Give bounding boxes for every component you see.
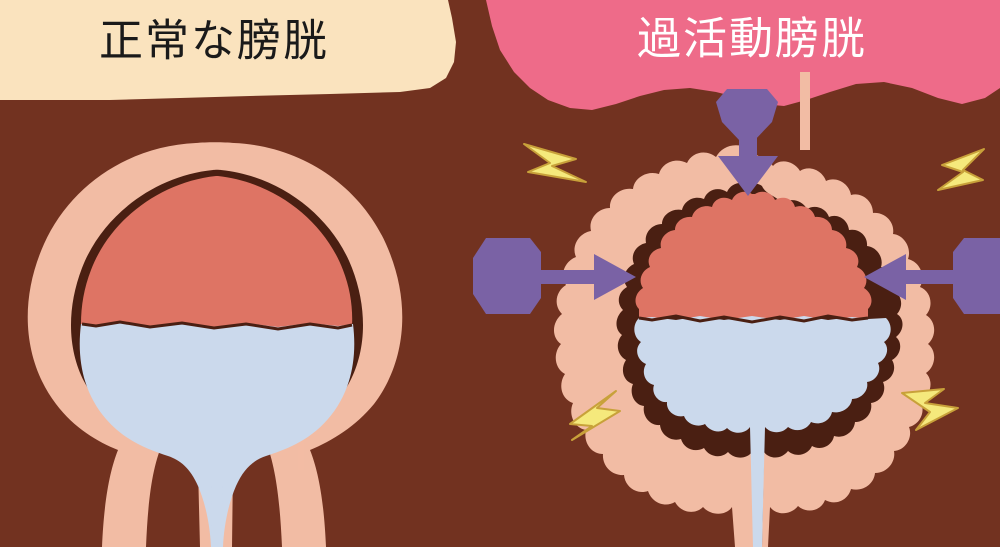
- fluid-level-line: [81, 320, 353, 331]
- lightning-bolt-upper-right: [937, 148, 985, 191]
- nerve-signal-arrow-top-tip: [718, 156, 778, 196]
- overactive-urethra: [753, 440, 764, 547]
- wall-stalk-detail: [800, 72, 810, 150]
- urethra: [211, 470, 223, 547]
- overactive-mucosa: [635, 191, 872, 322]
- nerve-signal-arrow-right: [864, 238, 1000, 314]
- lightning-bolt-lower-right: [901, 388, 959, 431]
- overactive-fluid-level-line: [638, 314, 869, 324]
- nerve-signal-arrow-left: [473, 238, 636, 314]
- nerve-signal-arrow-right-shaft: [895, 270, 964, 284]
- left-title-banner: [0, 0, 456, 100]
- lightning-bolt-lower-left: [569, 390, 621, 441]
- nerve-signal-arrow-top-head-block: [716, 89, 778, 141]
- nerve-signal-arrow-right-head-block: [953, 238, 1000, 314]
- bladder-mucosa: [81, 176, 353, 329]
- nerve-signal-arrow-right-tip: [864, 254, 906, 300]
- urine-fill: [79, 322, 355, 547]
- overactive-bladder: [553, 145, 935, 547]
- normal-bladder: [27, 142, 403, 547]
- nerve-signal-arrow-left-shaft: [536, 270, 605, 284]
- right-title-banner: [486, 0, 1000, 110]
- right-panel-title: 過活動膀胱: [637, 15, 867, 64]
- nerve-signal-arrow-top: [716, 89, 778, 196]
- nerve-signal-arrow-left-head-block: [473, 238, 541, 314]
- overactive-urine-fill: [634, 316, 891, 547]
- nerve-signal-arrow-left-tip: [594, 254, 636, 300]
- lightning-bolt-upper-left: [523, 143, 587, 183]
- left-panel-title: 正常な膀胱: [99, 17, 329, 66]
